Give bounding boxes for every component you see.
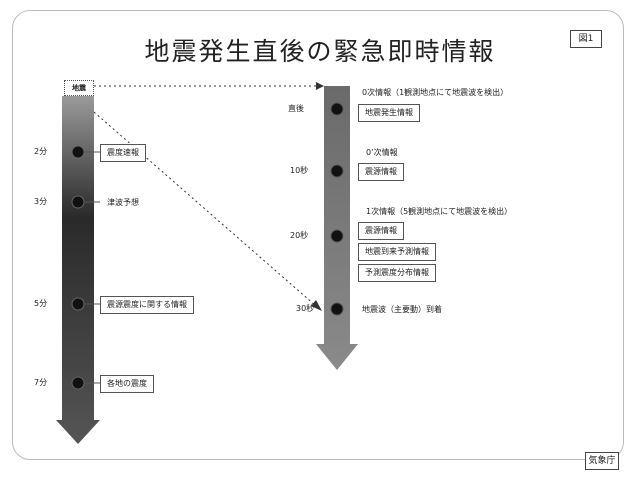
left-time-label: 5分 xyxy=(34,299,48,308)
stage-header: 1次情報（5観測地点にて地震波を検出） xyxy=(366,207,513,216)
agency-stamp: 気象庁 xyxy=(585,452,619,470)
left-info-box: 各地の震度 xyxy=(100,375,154,393)
right-timeline-arrow xyxy=(316,86,358,370)
right-marker xyxy=(330,102,344,116)
left-marker xyxy=(71,297,85,311)
left-info-box: 津波予想 xyxy=(100,194,146,212)
earthquake-burst-label: 地震 xyxy=(64,80,94,96)
right-time-label: 直後 xyxy=(288,104,304,113)
right-time-label: 20秒 xyxy=(290,231,309,240)
right-marker xyxy=(330,302,344,316)
right-info-box: 地震発生情報 xyxy=(358,104,420,122)
figure-label: 図1 xyxy=(570,30,602,48)
right-info-box: 震源情報 xyxy=(358,222,404,240)
diagram-frame xyxy=(12,10,624,460)
left-timeline-arrow xyxy=(56,96,100,444)
left-info-box: 震度速報 xyxy=(100,144,146,162)
page-title: 地震発生直後の緊急即時情報 xyxy=(144,37,496,66)
right-time-label: 10秒 xyxy=(290,166,309,175)
right-marker xyxy=(330,229,344,243)
left-info-box: 震源震度に関する情報 xyxy=(100,296,194,314)
left-time-label: 3分 xyxy=(34,197,48,206)
stage-header: 0次情報（1観測地点にて地震波を検出） xyxy=(362,88,509,97)
right-info-box: 震源情報 xyxy=(358,163,404,181)
stage-header: 0’次情報 xyxy=(366,148,398,157)
right-marker xyxy=(330,164,344,178)
left-marker xyxy=(71,145,85,159)
connector-diagonal xyxy=(93,111,317,307)
left-time-label: 2分 xyxy=(34,147,48,156)
left-marker xyxy=(71,376,85,390)
arrival-label: 地震波（主要動）到着 xyxy=(362,305,442,314)
right-info-box: 地震到来予測情報 xyxy=(358,243,436,261)
left-marker xyxy=(71,195,85,209)
right-info-box: 予測震度分布情報 xyxy=(358,264,436,282)
left-time-label: 7分 xyxy=(34,378,48,387)
right-time-label: 30秒 xyxy=(296,304,315,313)
